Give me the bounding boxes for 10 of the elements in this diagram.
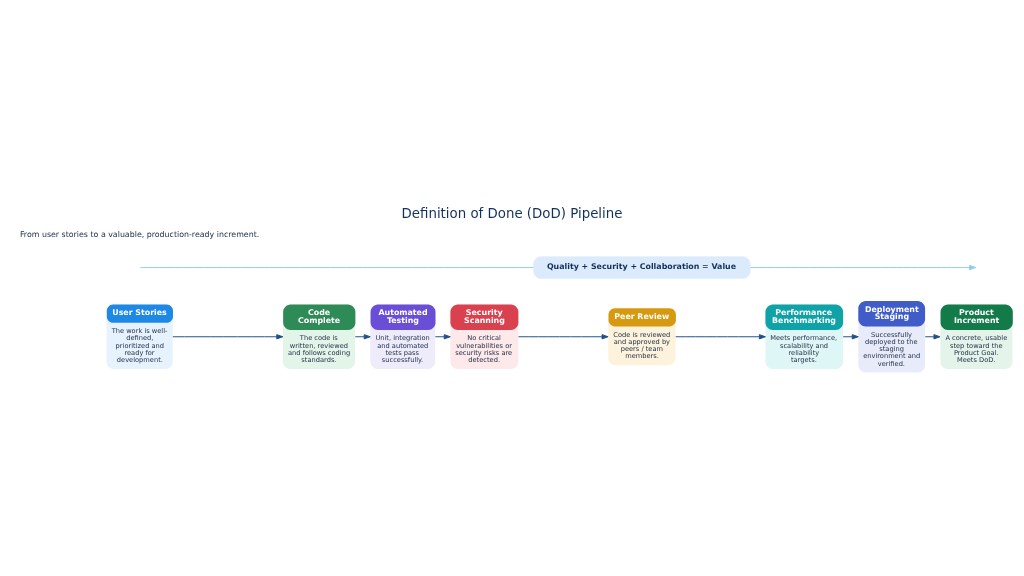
diagram-title: Definition of Done (DoD) Pipeline: [401, 205, 623, 221]
arrow: [172, 333, 284, 339]
arrow: [354, 333, 371, 339]
connector: [139, 266, 534, 268]
arrow: [675, 333, 766, 339]
arrow: [842, 333, 859, 339]
arrow: [518, 333, 609, 339]
arrow: [434, 333, 451, 339]
arrow: [750, 264, 977, 270]
arrow: [924, 333, 941, 339]
